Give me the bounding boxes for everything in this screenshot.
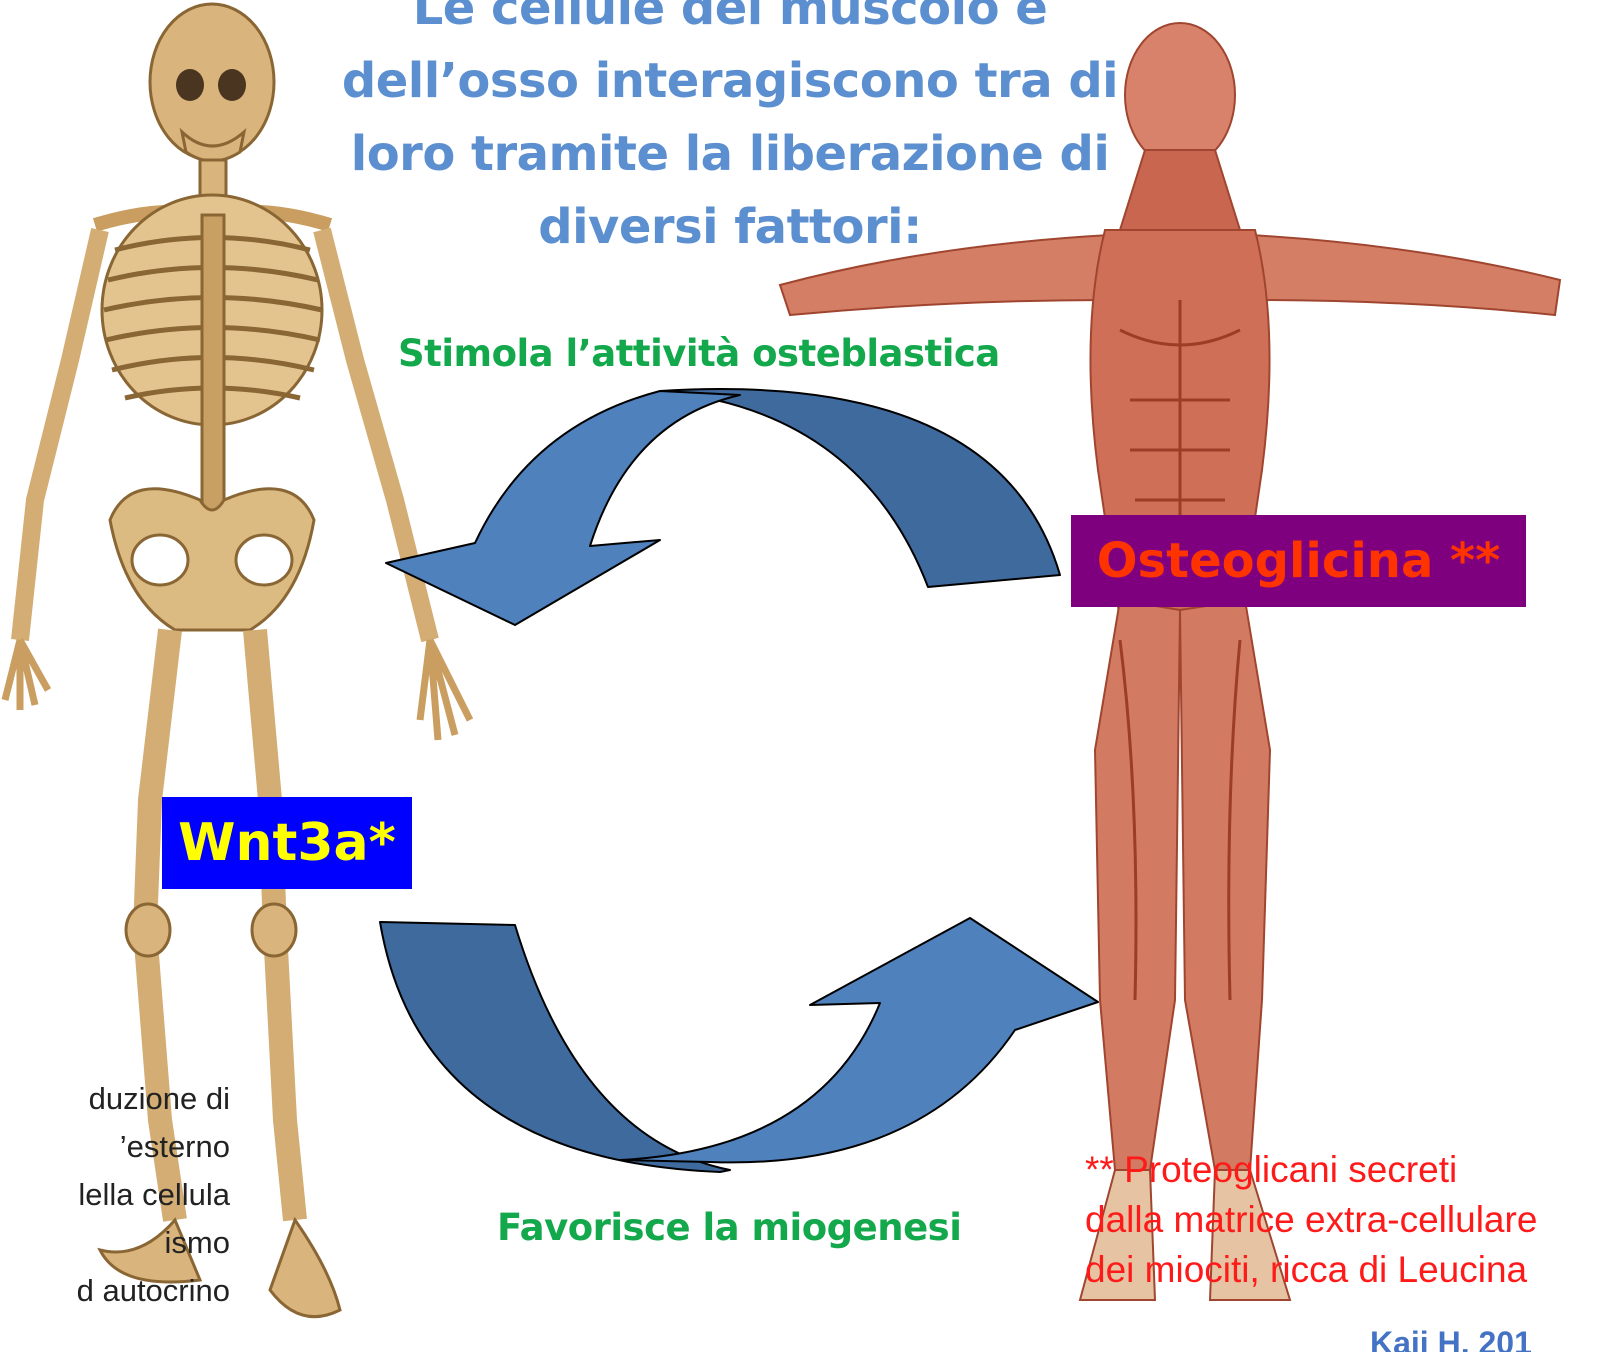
left-note-line: ’esterno (0, 1123, 230, 1171)
left-note-line: d autocrino (0, 1267, 230, 1315)
citation: Kaji H, 201 (1370, 1325, 1532, 1352)
top-curved-arrow (386, 389, 1060, 625)
footnote-line: dalla matrice extra-cellulare (1085, 1195, 1600, 1245)
slide-title: Le cellule del muscolo e dell’osso inter… (330, 0, 1130, 264)
left-note-line: lella cellula (0, 1171, 230, 1219)
top-arrow-label: Stimola l’attività osteblastica (398, 332, 1000, 375)
title-line: dell’osso interagiscono tra di (330, 45, 1130, 118)
left-note: duzione di ’esterno lella cellula ismo d… (0, 1075, 230, 1315)
title-line: diversi fattori: (330, 191, 1130, 264)
title-line: Le cellule del muscolo e (330, 0, 1130, 45)
footnote-line: dei miociti, ricca di Leucina (1085, 1245, 1600, 1295)
bottom-curved-arrow (380, 918, 1098, 1172)
title-line: loro tramite la liberazione di (330, 118, 1130, 191)
left-note-line: ismo (0, 1219, 230, 1267)
footnote: ** Proteoglicani secreti dalla matrice e… (1085, 1145, 1600, 1295)
left-note-line: duzione di (0, 1075, 230, 1123)
bottom-arrow-label: Favorisce la miogenesi (497, 1206, 961, 1249)
osteoglicina-box: Osteoglicina ** (1071, 515, 1526, 607)
footnote-line: ** Proteoglicani secreti (1085, 1145, 1600, 1195)
wnt3a-box: Wnt3a* (162, 797, 412, 889)
